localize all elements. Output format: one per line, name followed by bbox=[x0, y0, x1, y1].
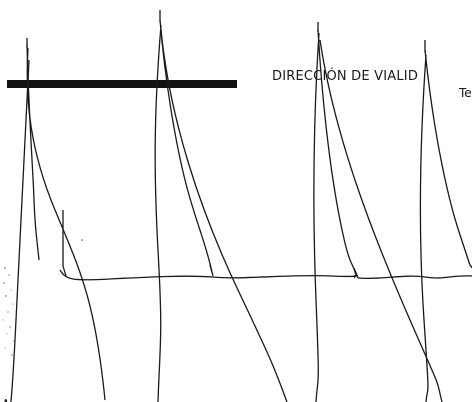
spike-drawing-1 bbox=[4, 38, 214, 402]
spike-drawing-3 bbox=[313, 22, 472, 402]
header-bar bbox=[7, 80, 237, 88]
spike-drawing-4 bbox=[419, 40, 472, 402]
header-subtitle: Te bbox=[459, 86, 472, 100]
header-title: DIRECCIÓN DE VIALID bbox=[272, 69, 419, 84]
spike-drawing-2 bbox=[154, 10, 358, 402]
scan-speckles bbox=[2, 239, 83, 356]
